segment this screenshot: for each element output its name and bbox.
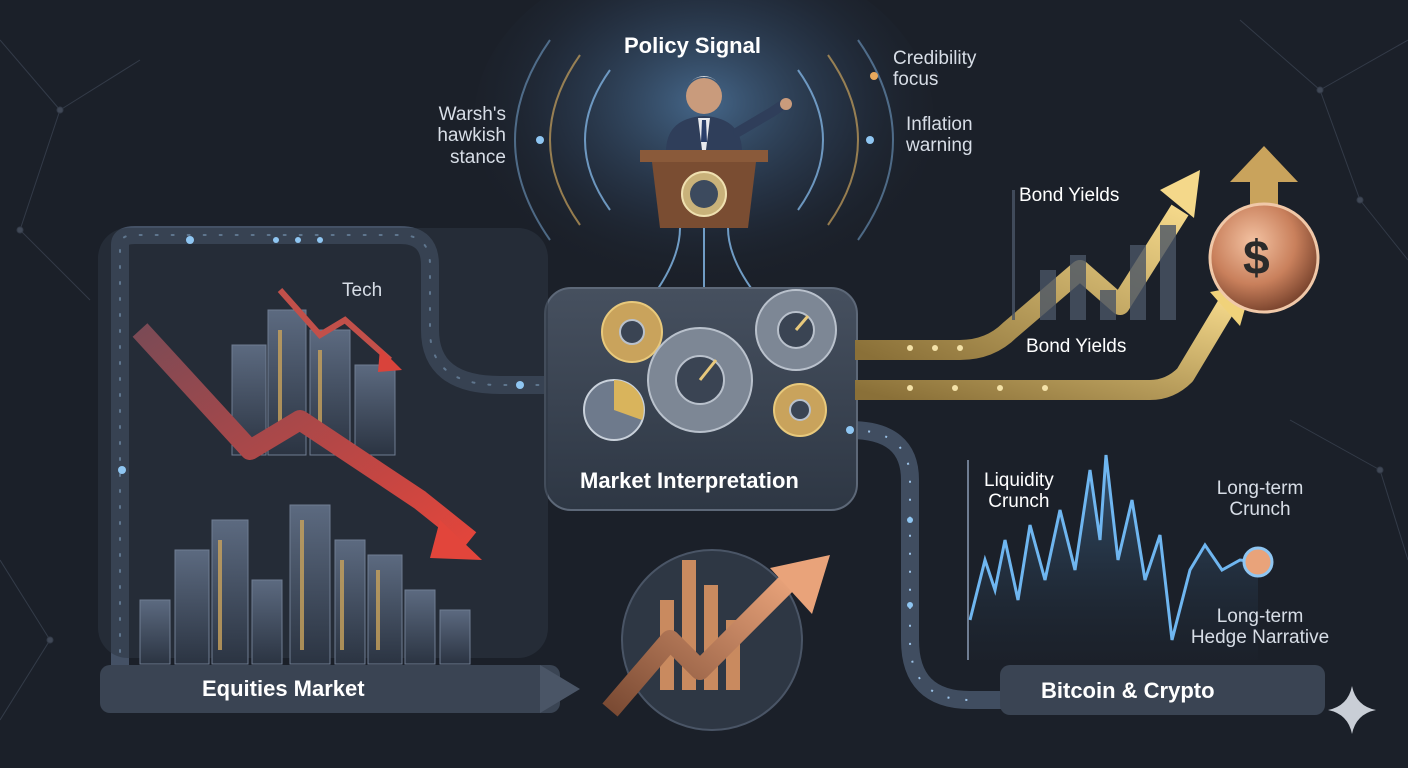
hedge-narrative-label: Long-term Hedge Narrative <box>1190 606 1330 649</box>
speaker-icon <box>666 76 792 152</box>
building-lights <box>218 330 380 650</box>
network-lines <box>0 19 1408 721</box>
tech-label: Tech <box>342 280 383 301</box>
sound-waves <box>514 39 894 241</box>
credibility-focus-label: Credibility focus <box>893 48 977 91</box>
liquidity-crunch-label: Liquidity Crunch <box>984 470 1054 513</box>
pie-chart-icon <box>583 379 645 441</box>
copper-rise-icon <box>602 549 830 731</box>
dollar-symbol: $ <box>1243 232 1270 285</box>
equities-market-banner: Equities Market <box>202 676 365 701</box>
podium-seal-icon <box>640 150 768 228</box>
warsh-stance-label: Warsh's hawkish stance <box>437 104 506 168</box>
gauge-icon <box>698 315 810 381</box>
long-term-crunch-label: Long-term Crunch <box>1216 478 1304 521</box>
bond-yields-label-bottom: Bond Yields <box>1026 336 1127 357</box>
dollar-coin-icon <box>1208 146 1320 314</box>
inflation-warning-label: Inflation warning <box>906 114 973 157</box>
policy-signal-title: Policy Signal <box>624 33 761 58</box>
crypto-chart <box>967 454 1325 715</box>
sparkle-icon <box>1328 686 1376 734</box>
flow-dots <box>118 72 913 608</box>
red-decline-arrow <box>132 288 482 560</box>
market-interpretation-title: Market Interpretation <box>580 468 799 493</box>
bond-bars <box>1012 190 1176 320</box>
bond-yields-label-top: Bond Yields <box>1019 185 1120 206</box>
flow-path-crypto <box>841 421 1009 709</box>
bitcoin-crypto-banner: Bitcoin & Crypto <box>1041 678 1215 703</box>
